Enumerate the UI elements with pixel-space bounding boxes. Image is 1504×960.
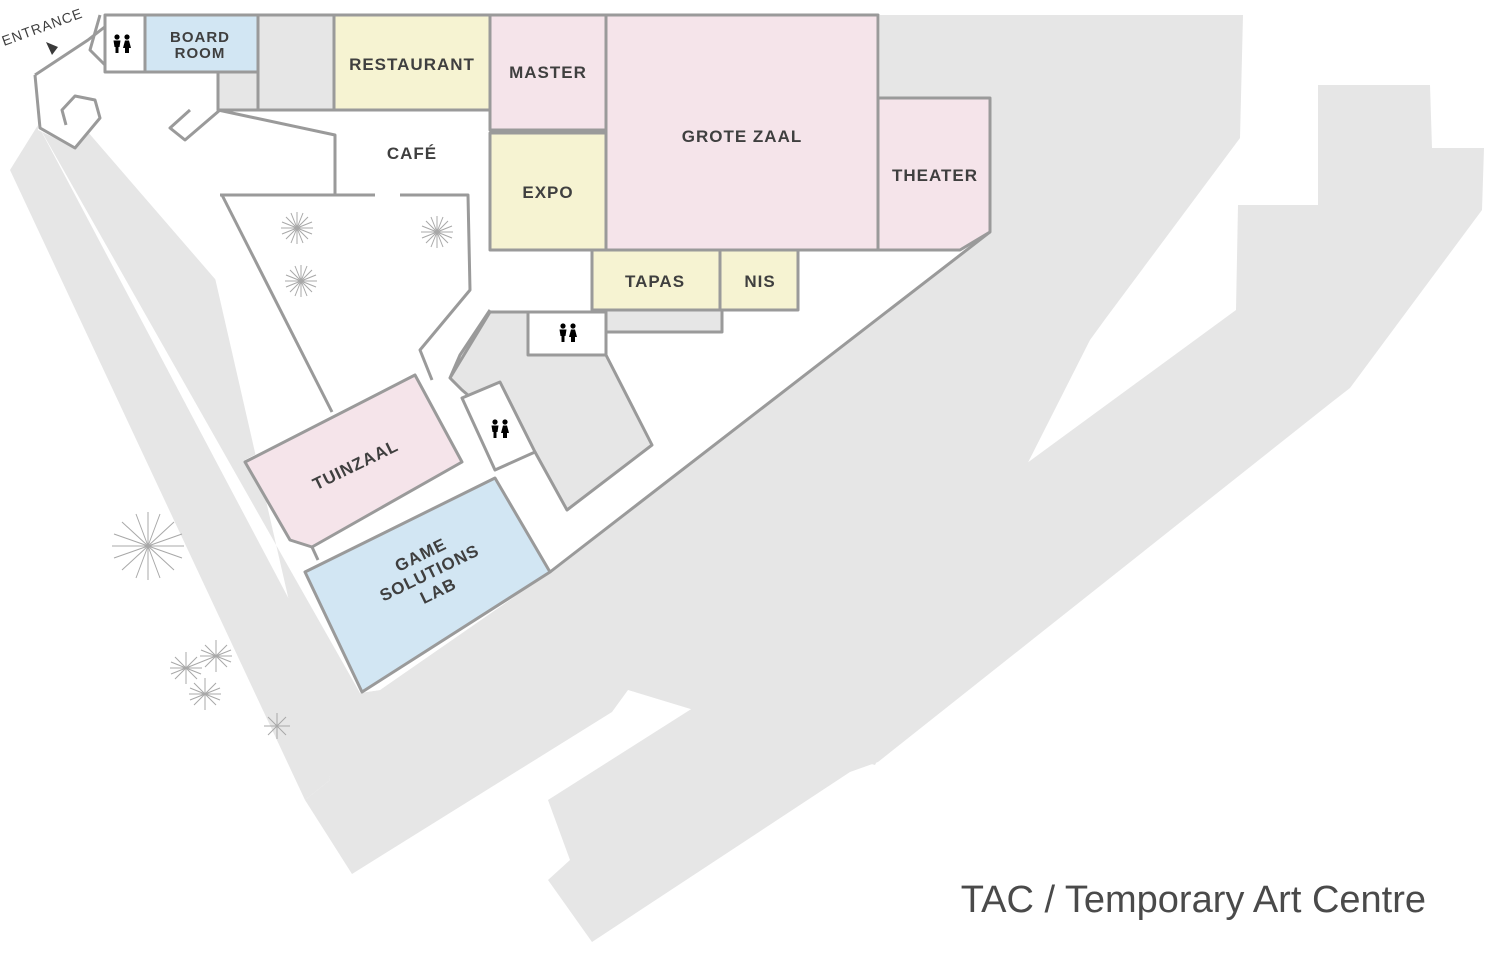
tree-icon bbox=[112, 512, 184, 580]
label-nis: NIS bbox=[744, 272, 775, 291]
rooms bbox=[143, 13, 992, 694]
trees bbox=[112, 212, 453, 739]
tree-icon bbox=[170, 652, 202, 684]
toilet-room-lower bbox=[460, 380, 537, 472]
left-wing-outer bbox=[10, 125, 330, 800]
triangle-arrow-icon bbox=[46, 42, 58, 55]
map-title: TAC / Temporary Art Centre bbox=[961, 879, 1426, 921]
label-restaurant: RESTAURANT bbox=[349, 55, 475, 74]
courtyard-and-walls bbox=[217, 108, 991, 574]
tree-icon bbox=[264, 713, 290, 739]
room-nis[interactable] bbox=[718, 248, 800, 312]
wall-outer-right bbox=[549, 230, 991, 574]
tree-icon bbox=[421, 216, 453, 248]
label-expo: EXPO bbox=[522, 183, 573, 202]
right-wing-building bbox=[548, 85, 1484, 942]
label-board-room-line-2: ROOM bbox=[175, 45, 226, 62]
label-master: MASTER bbox=[509, 63, 587, 82]
left-wing-building bbox=[38, 15, 1243, 874]
wall-courtyard-right bbox=[400, 193, 472, 381]
wall-corridor-diag bbox=[448, 309, 492, 379]
label-cafe: CAFÉ bbox=[387, 144, 437, 163]
wall-link bbox=[310, 546, 320, 561]
tree-icon bbox=[200, 640, 232, 672]
room-storage bbox=[448, 310, 654, 512]
toilet-room-center bbox=[526, 310, 608, 357]
tree-icon bbox=[281, 212, 313, 244]
entrance-wall-curve bbox=[33, 74, 102, 150]
room-back-right bbox=[604, 308, 724, 334]
label-tapas: TAPAS bbox=[625, 272, 685, 291]
label-board-room-line-1: BOARD bbox=[170, 29, 230, 46]
room-back-office-1 bbox=[216, 70, 260, 112]
room-back-office-2 bbox=[256, 13, 336, 112]
tree-icon bbox=[285, 265, 317, 297]
room-tuinzaal[interactable] bbox=[243, 373, 464, 549]
label-grote-zaal: GROTE ZAAL bbox=[682, 127, 803, 146]
entrance-wall-step bbox=[168, 108, 221, 142]
main-corridor bbox=[30, 15, 990, 693]
wall-courtyard-left bbox=[220, 194, 334, 413]
tree-icon bbox=[189, 678, 221, 710]
room-theater[interactable] bbox=[876, 96, 992, 252]
label-theater: THEATER bbox=[892, 166, 978, 185]
